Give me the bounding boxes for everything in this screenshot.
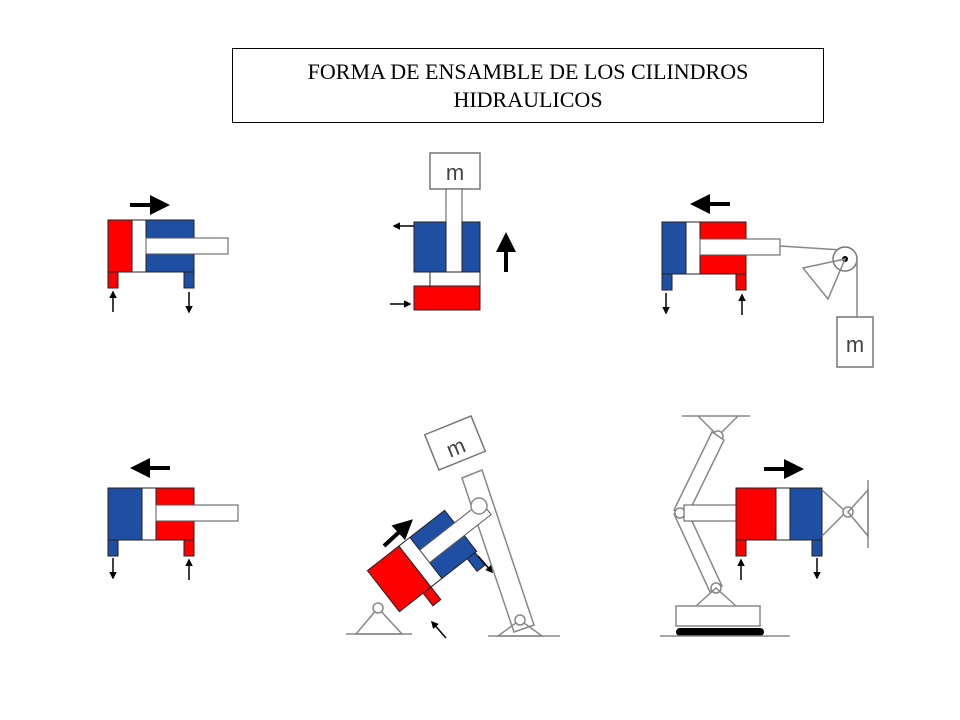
cylinder-5-lever: m: [346, 415, 560, 639]
mass-block: [836, 316, 874, 368]
arrow-down-icon: [477, 555, 493, 574]
mass-label: m: [446, 160, 464, 185]
cylinder-4-retracting: [107, 458, 239, 580]
mass-block: [423, 415, 487, 471]
base-pad-icon: [676, 628, 764, 636]
arrow-up-right-icon: [382, 519, 413, 548]
arrow-up-icon: [431, 620, 447, 639]
cylinder-6-scissor-jack: [660, 415, 869, 637]
cylinder-1-extending: [107, 195, 229, 314]
pulley-bracket: [801, 257, 847, 301]
cylinder-2-vertical-lift: m: [390, 152, 516, 311]
title-line-2: HIDRAULICOS: [453, 86, 603, 112]
mass-label: m: [846, 332, 864, 357]
title-line-1: FORMA DE ENSAMBLE DE LOS CILINDROS: [307, 58, 749, 84]
diagram-title: FORMA DE ENSAMBLE DE LOS CILINDROS HIDRA…: [232, 48, 824, 123]
cylinder-3-pulley: m: [661, 194, 874, 368]
